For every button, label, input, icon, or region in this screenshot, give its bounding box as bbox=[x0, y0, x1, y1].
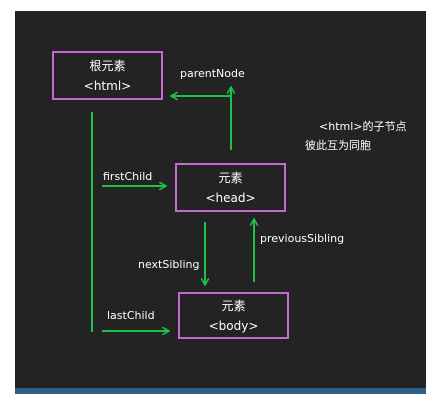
head-node-title: 元素 bbox=[218, 171, 243, 185]
diagram-canvas bbox=[15, 11, 426, 394]
body-node: 元素 <body> bbox=[178, 292, 289, 339]
body-node-tag: <body> bbox=[208, 319, 259, 333]
last-child-label: lastChild bbox=[107, 309, 155, 322]
html-node-title: 根元素 bbox=[89, 59, 126, 73]
html-node: 根元素 <html> bbox=[52, 51, 163, 100]
head-node-tag: <head> bbox=[205, 191, 256, 205]
next-sibling-label: nextSibling bbox=[138, 258, 200, 271]
html-node-tag: <html> bbox=[83, 79, 132, 93]
body-node-title: 元素 bbox=[221, 299, 246, 313]
previous-sibling-label: previousSibling bbox=[260, 232, 345, 245]
first-child-label: firstChild bbox=[103, 170, 153, 183]
parent-node-label: parentNode bbox=[180, 67, 245, 80]
siblings-note-line1: <html>的子节点 bbox=[319, 120, 407, 133]
head-node: 元素 <head> bbox=[175, 163, 286, 212]
siblings-note-line2: 彼此互为同胞 bbox=[305, 139, 371, 152]
